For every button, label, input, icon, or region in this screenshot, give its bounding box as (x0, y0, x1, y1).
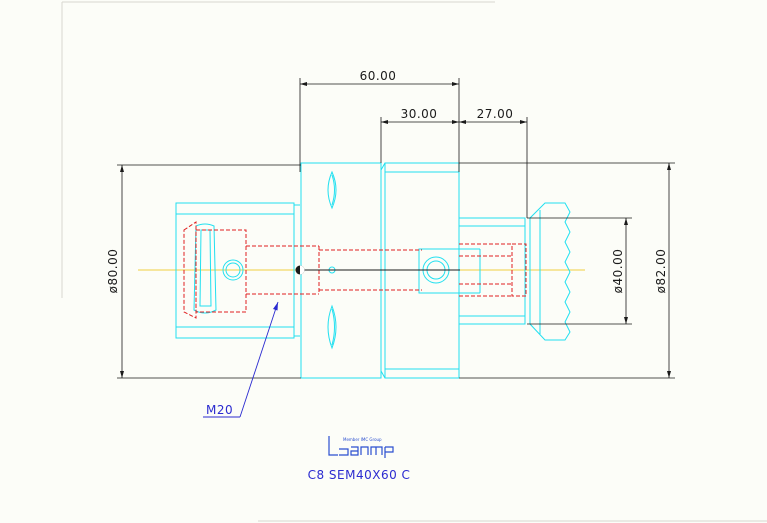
logo-tagline: Member IMC Group (343, 437, 382, 442)
dimension-left-diameter: ø80.00 (106, 249, 120, 294)
sheet-frame (61, 1, 767, 522)
thread-leader-arrow (273, 302, 278, 311)
thread-callout: M20 (206, 403, 233, 417)
dimension-pilot-diameter: ø40.00 (611, 249, 625, 294)
dimension-lines (117, 78, 675, 379)
thread-leader (203, 301, 279, 418)
dimension-pilot-length: 27.00 (477, 107, 514, 121)
dimension-arrows (120, 82, 671, 378)
dimension-overall-length: 60.00 (360, 69, 397, 83)
part-number: C8 SEM40X60 C (308, 468, 411, 482)
dimension-flange-diameter: ø82.00 (654, 249, 668, 294)
dimension-clamp-length: 30.00 (401, 107, 438, 121)
hidden-lines (183, 221, 527, 319)
iscar-logo: Member IMC Group (328, 436, 394, 458)
